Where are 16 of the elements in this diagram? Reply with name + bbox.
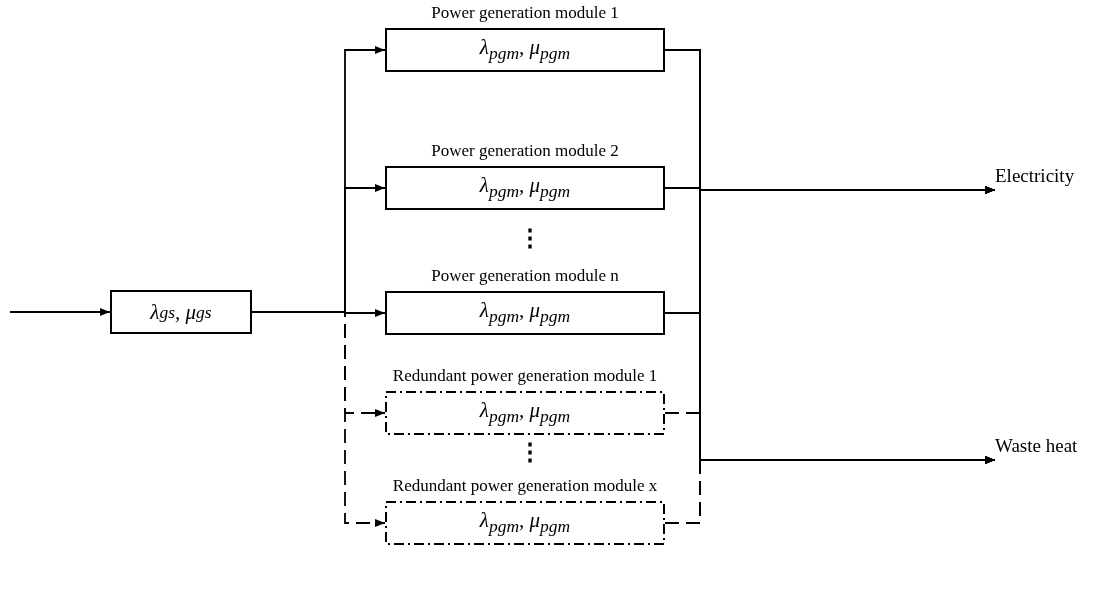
ellipsis-mark: ⋮	[518, 226, 542, 250]
output-label: Electricity	[995, 164, 1095, 194]
module-title: Redundant power generation module 1	[391, 365, 659, 387]
module-box: λ$_{pgm}$, μ$_{pgm}$	[385, 291, 665, 335]
module-title: Redundant power generation module x	[391, 475, 659, 497]
module-title: Power generation module 1	[430, 2, 620, 24]
module-box: λ$_{pgm}$, μ$_{pgm}$	[385, 28, 665, 72]
module-box: λ$_{pgm}$, μ$_{pgm}$	[385, 391, 665, 435]
module-title: Power generation module 2	[430, 140, 620, 162]
connector	[251, 311, 386, 527]
module-box: λ$_{pgm}$, μ$_{pgm}$	[385, 166, 665, 210]
output-label: Waste heat	[995, 434, 1095, 464]
module-box: λ$_{pgm}$, μ$_{pgm}$	[385, 501, 665, 545]
connector	[9, 308, 111, 316]
module-title: Power generation module n	[430, 265, 620, 287]
ellipsis-mark: ⋮	[518, 440, 542, 464]
